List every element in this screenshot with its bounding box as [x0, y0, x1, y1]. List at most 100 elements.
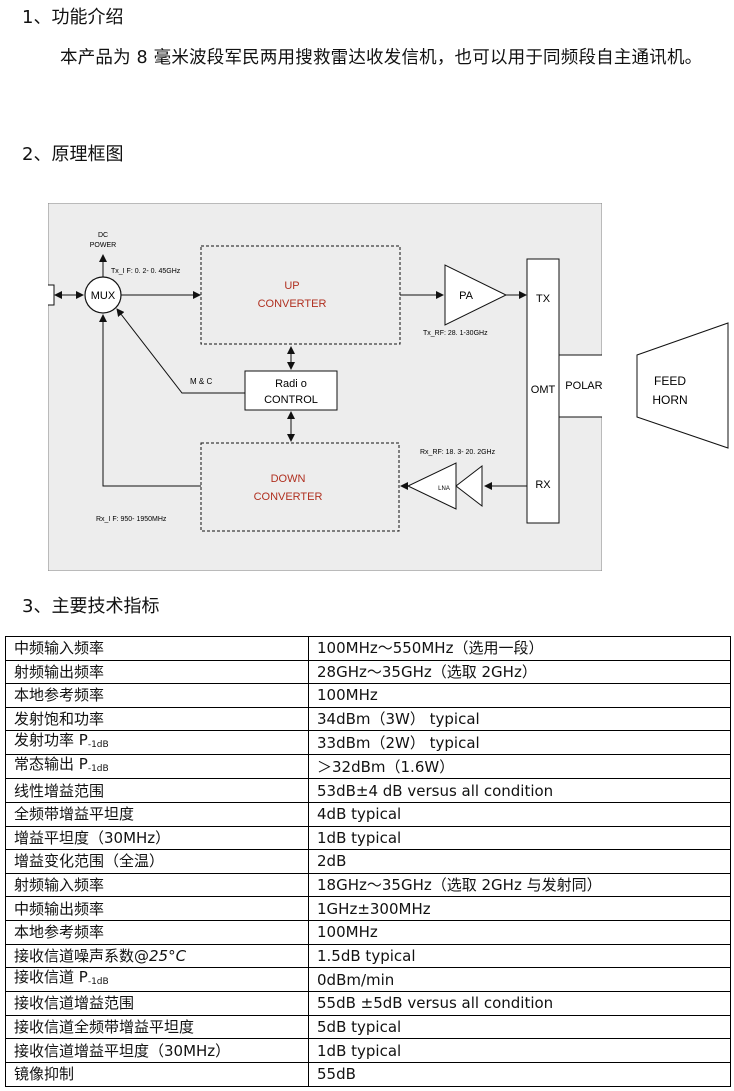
- table-row: 增益变化范围（全温）2dB: [5, 849, 731, 874]
- down-converter-label-2: CONVERTER: [254, 491, 323, 503]
- tx-label: TX: [536, 293, 551, 305]
- if-port-box: [48, 284, 55, 306]
- spec-value: 18GHz～35GHz（选取 2GHz 与发射同）: [308, 872, 731, 898]
- polarizer-box: [558, 354, 602, 418]
- table-row: 增益平坦度（30MHz）1dB typical: [5, 825, 731, 851]
- spec-parameter-main: 常态输出 P: [14, 755, 88, 774]
- mc-label: M & C: [190, 377, 212, 386]
- spec-parameter: 中频输入频率: [5, 636, 309, 661]
- up-converter-label-1: UP: [284, 280, 299, 292]
- feed-horn-label-1: FEED: [654, 374, 686, 388]
- table-row: 接收信道增益平坦度（30MHz）1dB typical: [5, 1038, 731, 1063]
- down-converter-label-1: DOWN: [271, 473, 306, 485]
- spec-parameter-subscript: -1dB: [87, 764, 109, 775]
- spec-parameter-main: 接收信道噪声系数@: [14, 946, 150, 965]
- mux-label: MUX: [91, 290, 116, 302]
- spec-parameter: 接收信道全频带增益平坦度: [5, 1014, 309, 1040]
- radio-control-box: [244, 370, 338, 411]
- dc-power-label-1: DC: [98, 232, 108, 239]
- pa-amplifier: [444, 264, 508, 326]
- spec-value: 5dB typical: [308, 1014, 731, 1040]
- spec-value: 53dB±4 dB versus all condition: [308, 778, 731, 803]
- spec-value: 4dB typical: [308, 801, 731, 827]
- downconv-mux-link: [99, 314, 201, 487]
- spec-value: 1.5dB typical: [308, 943, 731, 969]
- spec-value: 2dB: [308, 849, 731, 874]
- spec-parameter: 接收信道 P-1dB: [5, 967, 309, 993]
- spec-value: 34dBm（3W） typical: [308, 706, 731, 732]
- spec-parameter: 镜像抑制: [5, 1061, 309, 1087]
- spec-value: 28GHz～35GHz（选取 2GHz）: [308, 659, 731, 685]
- spec-parameter: 本地参考频率: [5, 919, 309, 945]
- radio-control-label-1: Radi o: [275, 378, 307, 390]
- spec-parameter: 射频输出频率: [5, 659, 309, 685]
- spec-value: 55dB ±5dB versus all condition: [308, 991, 731, 1016]
- spec-value: 100MHz: [308, 683, 731, 708]
- spec-parameter: 接收信道噪声系数@25°C: [5, 943, 309, 969]
- table-row: 常态输出 P-1dB＞32dBm（1.6W）: [5, 754, 731, 780]
- spec-value: 100MHz: [308, 919, 731, 945]
- spec-parameter: 本地参考频率: [5, 683, 309, 708]
- mc-link: [116, 308, 245, 394]
- spec-value: 100MHz～550MHz（选用一段）: [308, 636, 731, 661]
- rx-if-label: Rx_I F: 950- 1950MHz: [96, 516, 167, 523]
- spec-value: 1dB typical: [308, 825, 731, 851]
- omt-label: OMT: [531, 384, 556, 396]
- section-1-heading: 1、功能介绍: [22, 7, 124, 28]
- spec-value: 1dB typical: [308, 1038, 731, 1063]
- spec-parameter-temperature: 25°C: [149, 946, 187, 965]
- spec-parameter: 发射饱和功率: [5, 706, 309, 732]
- up-converter-label-2: CONVERTER: [258, 298, 327, 310]
- lna-label: LNA: [438, 486, 450, 492]
- spec-parameter: 增益变化范围（全温）: [5, 849, 309, 874]
- spec-value: 1GHz±300MHz: [308, 896, 731, 921]
- spec-value: 33dBm（2W） typical: [308, 730, 731, 756]
- spec-value: 0dBm/min: [308, 967, 731, 993]
- spec-parameter-subscript: -1dB: [87, 977, 109, 988]
- tx-if-label: Tx_I F: 0. 2- 0. 45GHz: [111, 268, 181, 275]
- spec-parameter: 接收信道增益平坦度（30MHz）: [5, 1038, 309, 1063]
- section-2-heading: 2、原理框图: [22, 144, 124, 165]
- lna-stage-2: [455, 464, 483, 508]
- lna-amplifier: [406, 462, 457, 510]
- spec-parameter-main: 接收信道 P: [14, 968, 88, 987]
- spec-parameter: 增益平坦度（30MHz）: [5, 825, 309, 851]
- feed-horn-label-2: HORN: [652, 393, 687, 407]
- feed-horn-shape: [636, 322, 729, 449]
- rx-rf-label: Rx_RF: 18. 3- 20. 2GHz: [420, 449, 496, 456]
- spec-value: 55dB: [308, 1061, 731, 1087]
- section-1-paragraph: 本产品为 8 毫米波段军民两用搜救雷达收发信机，也可以用于同频段自主通讯机。: [60, 48, 703, 68]
- rx-label: RX: [535, 479, 551, 491]
- dc-power-label-2: POWER: [90, 242, 116, 249]
- spec-parameter: 线性增益范围: [5, 778, 309, 803]
- spec-parameter: 常态输出 P-1dB: [5, 754, 309, 780]
- block-diagram: F MUX DC POWER Tx_I F: 0. 2- 0. 45GHz UP…: [48, 203, 602, 571]
- section-3-heading: 3、主要技术指标: [22, 596, 160, 617]
- spec-parameter: 射频输入频率: [5, 872, 309, 898]
- spec-parameter: 接收信道增益范围: [5, 991, 309, 1016]
- down-converter-box: [200, 442, 400, 532]
- spec-parameter: 中频输出频率: [5, 896, 309, 921]
- spec-parameter: 发射功率 P-1dB: [5, 730, 309, 756]
- spec-value: ＞32dBm（1.6W）: [308, 754, 731, 780]
- polarizer-label: POLARI ZER: [565, 380, 602, 392]
- spec-parameter: 全频带增益平坦度: [5, 801, 309, 827]
- radio-control-label-2: CONTROL: [264, 394, 318, 406]
- pa-label: PA: [459, 290, 474, 302]
